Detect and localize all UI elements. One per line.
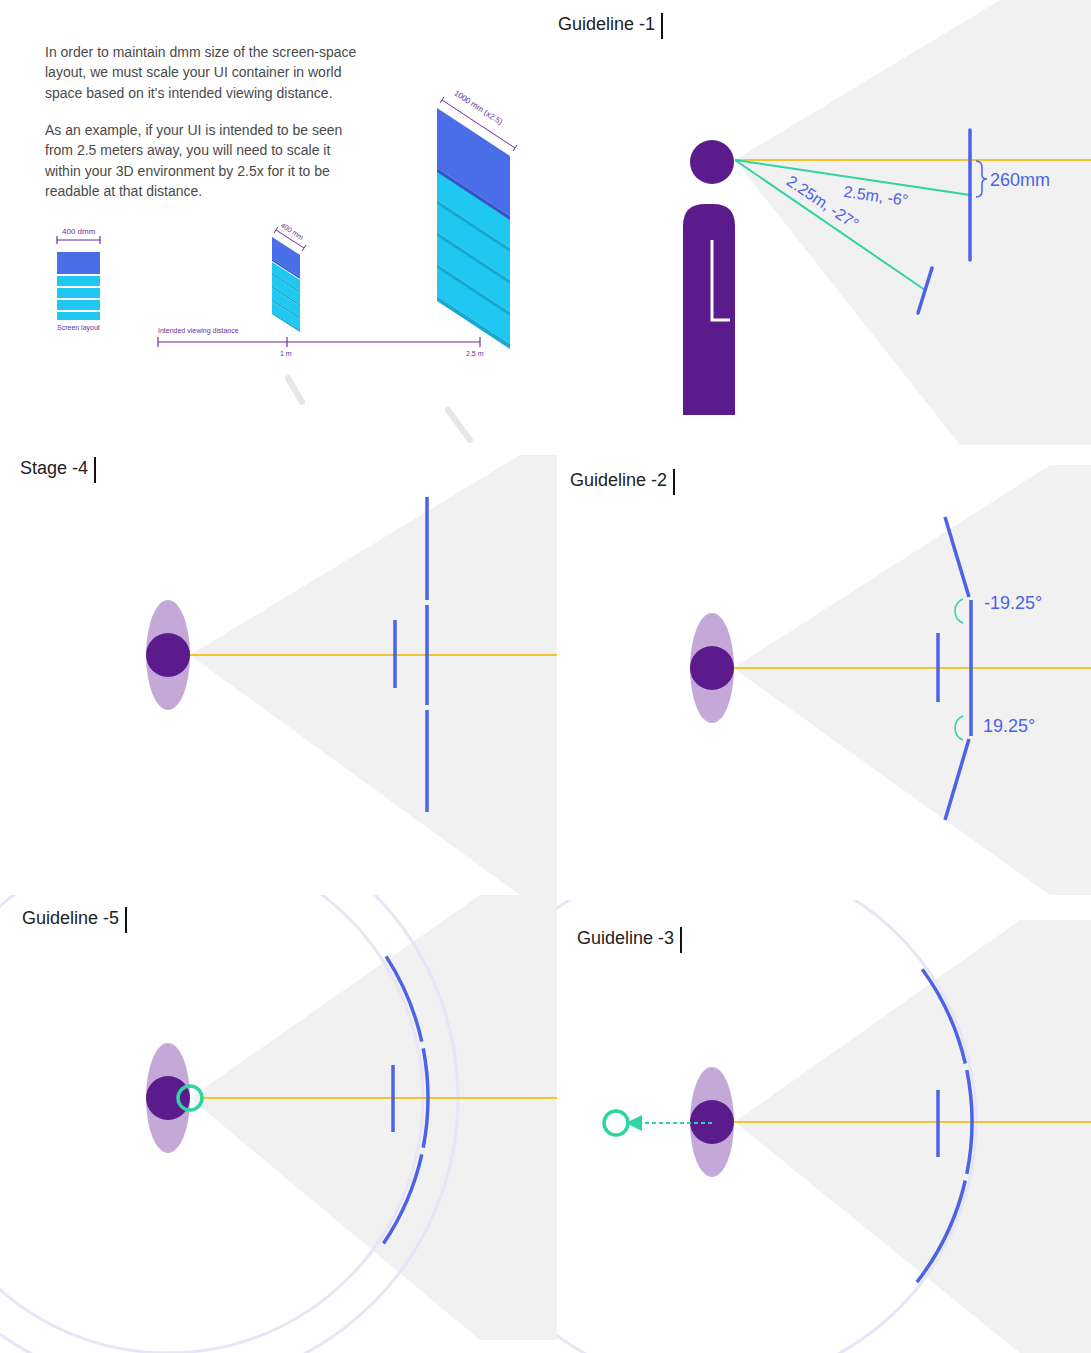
panel-title: Stage -4 — [20, 458, 88, 480]
eye-line — [190, 654, 557, 656]
body-text: As an example, if your UI is intended to… — [45, 120, 363, 201]
ui-panel — [918, 130, 970, 313]
eye-line — [202, 1097, 557, 1099]
panel-title: Guideline -5 — [22, 908, 119, 930]
pivot-ring — [604, 1111, 628, 1135]
angle-label: 19.25° — [983, 716, 1035, 738]
eye-line — [735, 159, 1091, 161]
panel-title: Guideline -3 — [577, 928, 674, 950]
view-cone — [190, 0, 1091, 1353]
screen-layout — [57, 236, 100, 320]
ui-panel — [395, 497, 427, 812]
panel-title: Guideline -2 — [570, 470, 667, 492]
angle-label: -19.25° — [984, 593, 1042, 615]
text-cursor — [94, 457, 96, 483]
comfort-ring — [557, 900, 976, 1353]
body-text: In order to maintain dmm size of the scr… — [45, 42, 363, 103]
head-top-view — [146, 600, 190, 710]
sight-line — [735, 160, 970, 290]
angle-arc — [955, 599, 963, 740]
brace — [976, 161, 987, 197]
dimension-label: 1000 mm (x2.5) — [452, 89, 504, 128]
person-figure — [683, 140, 735, 415]
distance-axis — [158, 337, 480, 347]
ui-panel — [917, 969, 972, 1282]
offset-arrow — [634, 1122, 712, 1124]
dimension-label: 400 dmm — [62, 227, 95, 237]
axis-label: Intended viewing distance — [158, 327, 239, 335]
text-cursor — [125, 907, 127, 933]
dimension-label: 260mm — [990, 170, 1050, 192]
head-top-view — [146, 1043, 190, 1153]
eye-line — [734, 1121, 1091, 1123]
axis-label: 2.5 m — [466, 350, 484, 358]
caption-label: Screen layout — [57, 324, 100, 332]
ui-stack-2-5m — [437, 97, 517, 349]
text-cursor — [661, 13, 663, 39]
text-cursor — [680, 927, 682, 953]
ui-panel — [384, 956, 428, 1243]
ui-panel — [938, 517, 971, 820]
pivot-ring — [178, 1086, 202, 1110]
comfort-ring — [0, 895, 458, 1353]
head-top-view — [690, 613, 734, 723]
panel-title: Guideline -1 — [558, 14, 655, 36]
eye-line — [734, 667, 1091, 669]
text-cursor — [673, 469, 675, 495]
axis-label: 1 m — [280, 350, 292, 358]
shadow — [288, 378, 470, 440]
ui-stack-1m — [272, 227, 306, 332]
dimension-label: 400 mm — [279, 221, 305, 242]
